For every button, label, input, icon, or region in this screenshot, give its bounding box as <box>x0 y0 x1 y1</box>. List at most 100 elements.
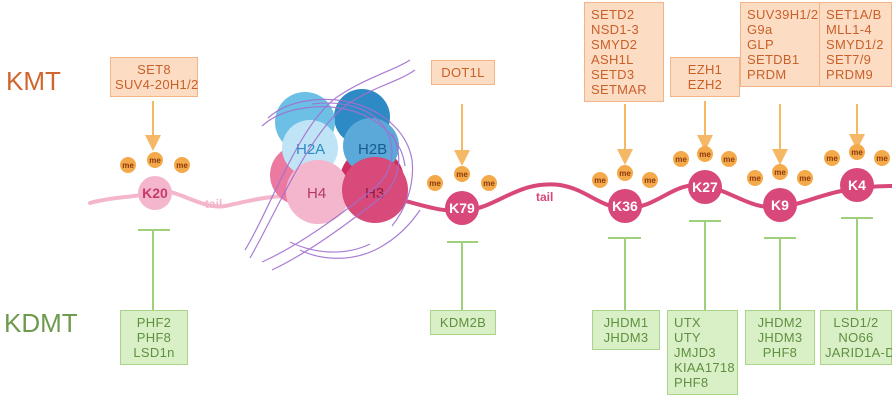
me-label-k27-3: me <box>723 155 735 164</box>
kdmt-enzyme-k79-1: KDM2B <box>439 315 487 330</box>
me-dot-k9-2 <box>772 164 788 180</box>
me-dot-k20-3 <box>174 157 190 173</box>
me-label-k79-2: me <box>456 170 468 179</box>
me-label-k79-3: me <box>483 179 495 188</box>
lysine-site-k27 <box>688 170 722 204</box>
kdmt-enzyme-k4-2: NO66 <box>838 330 874 345</box>
me-dot-k4-3 <box>874 150 890 166</box>
kmt-enzyme-k36-1: SETD2 <box>591 7 635 22</box>
lysine-label-k4: K4 <box>848 177 866 193</box>
kmt-enzyme-k36-2: NSD1-3 <box>591 22 640 37</box>
me-label-k27-1: me <box>675 155 687 164</box>
kmt-enzyme-k9-5: PRDM <box>747 67 787 82</box>
inhibit-k4 <box>841 217 873 310</box>
kdmt-enzyme-k9-1: JHDM2 <box>757 315 803 330</box>
kdmt-enzyme-k9-3: PHF8 <box>762 345 798 360</box>
kmt-enzyme-k27-2: EZH2 <box>687 77 723 92</box>
lysine-label-k36: K36 <box>612 198 638 214</box>
me-label-k9-3: me <box>799 174 811 183</box>
sites-layer: mememeK20mememeK79mememeK36mememeK27meme… <box>120 144 890 225</box>
me-dot-k9-1 <box>747 170 763 186</box>
kmt-arrows <box>145 101 865 166</box>
me-dot-k4-1 <box>824 150 840 166</box>
me-dot-k79-3 <box>481 175 497 191</box>
me-dot-k20-2 <box>147 152 163 168</box>
h2a-label: H2A <box>296 141 325 158</box>
kmt-enzyme-k9-2: G9a <box>747 22 773 37</box>
kmt-enzyme-k4-5: PRDM9 <box>826 67 874 82</box>
lysine-label-k79: K79 <box>449 200 475 216</box>
me-dot-k20-1 <box>120 157 136 173</box>
kdmt-row-label: KDMT <box>4 308 78 338</box>
me-dot-k36-1 <box>592 172 608 188</box>
me-label-k36-1: me <box>594 176 606 185</box>
h3-circle <box>342 157 408 223</box>
kdmt-enzyme-k20-1: PHF2 <box>136 315 172 330</box>
me-label-k20-3: me <box>176 161 188 170</box>
kmt-enzyme-k27-1: EZH1 <box>687 62 723 77</box>
lysine-site-k36 <box>608 189 642 223</box>
kmt-enzyme-k4-4: SET7/9 <box>826 52 872 67</box>
me-dot-k27-1 <box>673 151 689 167</box>
me-dot-k36-2 <box>617 165 633 181</box>
dna-strands <box>244 59 421 271</box>
me-dot-k9-3 <box>797 170 813 186</box>
h4-circle <box>286 160 350 224</box>
kdmt-enzyme-k20-3: LSD1n <box>133 345 175 360</box>
inhibit-k20 <box>138 229 170 310</box>
h4-tail-strand <box>88 189 292 209</box>
inhibit-k27 <box>689 220 721 310</box>
lysine-site-k9 <box>763 188 797 222</box>
me-dot-k4-2 <box>849 144 865 160</box>
kmt-enzyme-k9-1: SUV39H1/2 <box>747 7 819 22</box>
kdmt-enzyme-k20-2: PHF8 <box>136 330 172 345</box>
me-label-k20-1: me <box>122 161 134 170</box>
me-label-k9-1: me <box>749 174 761 183</box>
me-label-k4-1: me <box>826 154 838 163</box>
lysine-site-k79 <box>445 191 479 225</box>
me-label-k9-2: me <box>774 168 786 177</box>
inhibit-k79 <box>447 241 478 310</box>
h2b-label: H2B <box>358 141 387 158</box>
kdmt-enzyme-k27-2: UTY <box>674 330 701 345</box>
kmt-enzyme-k20-2: SUV4-20H1/2 <box>115 77 199 92</box>
kdmt-enzyme-k36-1: JHDM1 <box>603 315 649 330</box>
kmt-enzyme-k36-5: SETD3 <box>591 67 635 82</box>
kmt-enzyme-k4-3: SMYD1/2 <box>826 37 884 52</box>
me-label-k36-2: me <box>619 169 631 178</box>
lysine-label-k27: K27 <box>692 179 718 195</box>
inhibit-k9 <box>764 237 796 310</box>
me-dot-k36-3 <box>642 172 658 188</box>
kdmt-enzyme-k4-3: JARID1A-D <box>825 345 892 360</box>
lysine-site-k20 <box>138 176 172 210</box>
kdmt-box-k79: KDM2B <box>430 310 496 335</box>
kmt-enzyme-k36-6: SETMAR <box>591 82 647 97</box>
me-label-k36-3: me <box>644 176 656 185</box>
inhibit-k36 <box>608 237 641 310</box>
h4-tail-label: tail <box>205 197 222 211</box>
kmt-enzyme-k4-2: MLL1-4 <box>826 22 872 37</box>
h3-tail-label: tail <box>536 190 553 204</box>
lysine-label-k20: K20 <box>142 185 168 201</box>
kdmt-enzyme-k9-2: JHDM3 <box>757 330 803 345</box>
me-label-k4-3: me <box>876 154 888 163</box>
me-dot-k79-1 <box>427 175 443 191</box>
kmt-enzyme-k36-3: SMYD2 <box>591 37 638 52</box>
kdmt-enzyme-k36-2: JHDM3 <box>603 330 649 345</box>
lysine-site-k4 <box>840 168 874 202</box>
kmt-enzyme-k79-1: DOT1L <box>441 65 485 80</box>
me-label-k27-2: me <box>699 150 711 159</box>
kmt-row-label: KMT <box>6 66 61 96</box>
kmt-enzyme-k9-3: GLP <box>747 37 774 52</box>
lysine-label-k9: K9 <box>771 197 789 213</box>
